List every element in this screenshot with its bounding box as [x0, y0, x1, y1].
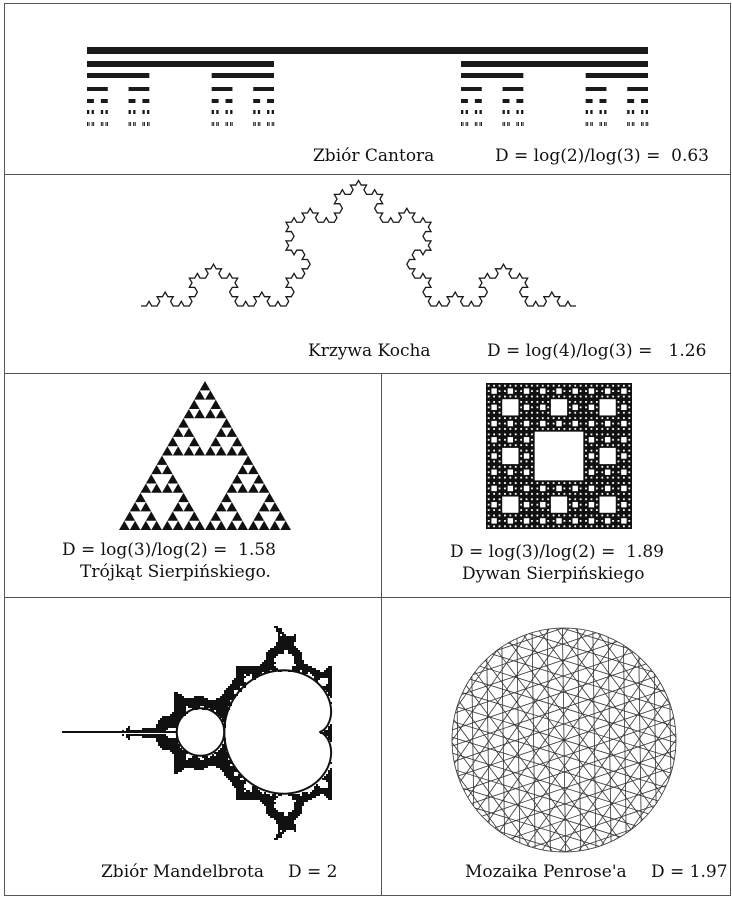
penrose-edge — [424, 586, 579, 806]
penrose-edge — [547, 606, 551, 875]
penrose-formula: D = 1.97 — [651, 862, 728, 882]
penrose-edge — [476, 812, 730, 899]
penrose-edge — [549, 674, 704, 894]
penrose-edge — [462, 613, 617, 833]
penrose-edge — [593, 550, 732, 765]
penrose-edge — [520, 605, 681, 820]
penrose-edge — [393, 567, 647, 654]
penrose-edge — [476, 570, 732, 649]
penrose-edge — [511, 648, 666, 868]
penrose-edge — [471, 607, 475, 876]
penrose-edge — [467, 599, 724, 678]
penrose-edge — [447, 660, 608, 875]
penrose-edge — [402, 596, 656, 683]
penrose-edge — [456, 607, 460, 876]
penrose-edge — [684, 604, 688, 873]
penrose-edge — [472, 584, 729, 663]
penrose-name: Mozaika Penrose'a — [465, 862, 627, 882]
penrose-edge — [487, 630, 642, 850]
penrose-edge — [398, 582, 652, 669]
penrose-edge — [577, 605, 581, 874]
penrose-tiling — [374, 550, 732, 899]
penrose-edge — [425, 608, 429, 877]
penrose-edge — [458, 628, 715, 707]
penrose-edge — [400, 816, 657, 895]
penrose-edge — [441, 607, 445, 876]
penrose-edge — [459, 651, 620, 866]
penrose-edge — [699, 604, 703, 873]
penrose-edge — [508, 614, 669, 829]
penrose-edge — [413, 773, 670, 852]
penrose-edge — [412, 625, 666, 712]
penrose-edge — [400, 569, 555, 789]
penrose-edge — [653, 604, 657, 873]
penrose-edge — [461, 769, 715, 856]
penrose-edge — [668, 604, 672, 873]
